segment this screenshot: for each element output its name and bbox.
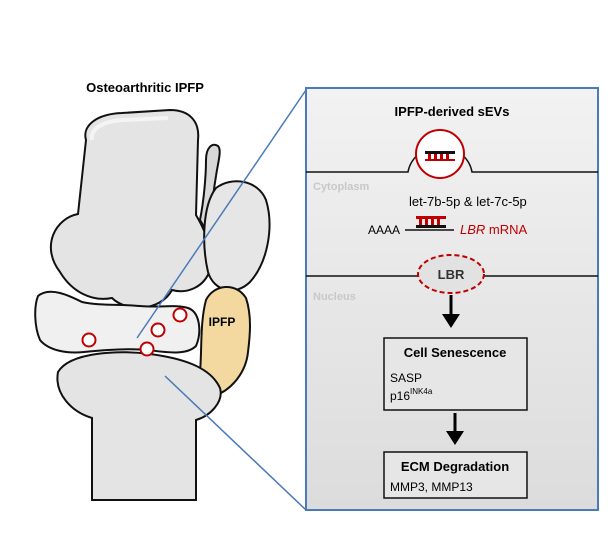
- down-arrow: [446, 413, 464, 445]
- femur-bone: [49, 108, 212, 309]
- mirna-label: let-7b-5p & let-7c-5p: [409, 194, 527, 209]
- detail-panel: IPFP-derived sEVs Cytoplasm let-7b-5p & …: [305, 87, 599, 511]
- p16-base: p16: [390, 389, 410, 403]
- lbr-node-label: LBR: [438, 267, 465, 282]
- ecm-box: ECM Degradation MMP3, MMP13: [383, 451, 528, 499]
- polya-label: AAAA: [368, 223, 400, 237]
- mrna-word: mRNA: [489, 222, 528, 237]
- down-arrow: [442, 295, 460, 328]
- zoom-connector: [136, 89, 307, 511]
- p16-label: p16INK4a: [390, 387, 433, 403]
- nucleus-label: Nucleus: [313, 291, 356, 303]
- ecm-title: ECM Degradation: [401, 459, 509, 474]
- senescence-box: Cell Senescence SASP p16INK4a: [383, 337, 528, 411]
- sev-vesicle: [150, 322, 166, 338]
- mirna-icon: [425, 151, 455, 161]
- ipfp-label: IPFP: [209, 315, 236, 329]
- lbr-mrna-gene: LBR: [460, 222, 485, 237]
- tibia-bone: [56, 351, 222, 501]
- sasp-label: SASP: [390, 371, 422, 385]
- sev-vesicle: [139, 341, 155, 357]
- senescence-title: Cell Senescence: [404, 345, 507, 360]
- sev-vesicle: [172, 307, 188, 323]
- lbr-node: [417, 254, 485, 294]
- cytoplasm-label: Cytoplasm: [313, 181, 369, 193]
- mrna-label-group: LBR mRNA: [460, 222, 528, 237]
- panel-title: IPFP-derived sEVs: [395, 104, 510, 119]
- ecm-markers: MMP3, MMP13: [390, 480, 473, 494]
- mirna-binding-icon: [416, 216, 446, 228]
- p16-superscript: INK4a: [410, 387, 433, 396]
- knee-joint-illustration: Osteoarthritic IPFP IPFP: [34, 80, 271, 501]
- ipfp-fat-pad: [197, 286, 251, 398]
- sev-vesicle: [81, 332, 97, 348]
- patella: [203, 180, 271, 292]
- left-title: Osteoarthritic IPFP: [86, 80, 204, 95]
